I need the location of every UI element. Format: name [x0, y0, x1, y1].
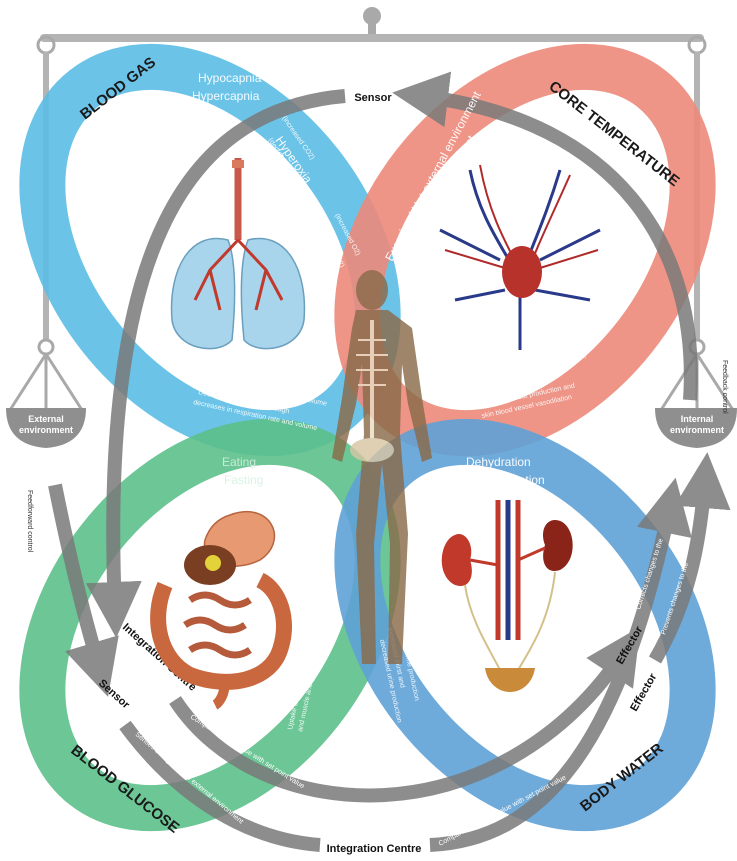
glucose-sensor-label: Sensor	[96, 677, 132, 711]
eating-text: Eating	[222, 455, 256, 469]
feedforward-label: Feedforward control	[26, 490, 33, 553]
external-label-1: External	[28, 414, 64, 424]
external-label-2: environment	[19, 425, 73, 435]
dehydration-text: Dehydration	[466, 455, 531, 469]
fasting-text: Fasting	[224, 473, 263, 487]
hypocapnia-text: Hypocapnia	[198, 71, 262, 85]
internal-label-2: environment	[670, 425, 724, 435]
top-sensor-label: Sensor	[354, 92, 392, 104]
internal-label-1: Internal	[681, 414, 714, 424]
digestive-system-icon	[158, 512, 284, 705]
effector-label-2: Effector	[628, 671, 660, 714]
bottom-integration-label: Integration Centre	[327, 843, 422, 855]
kidneys-icon	[442, 500, 573, 692]
heart-vessels-icon	[440, 165, 600, 350]
feedback-label: Feedback control	[721, 360, 728, 414]
hypercapnia-text: Hypercapnia	[192, 89, 260, 103]
over-hydration-text: Over hydration	[466, 473, 545, 487]
